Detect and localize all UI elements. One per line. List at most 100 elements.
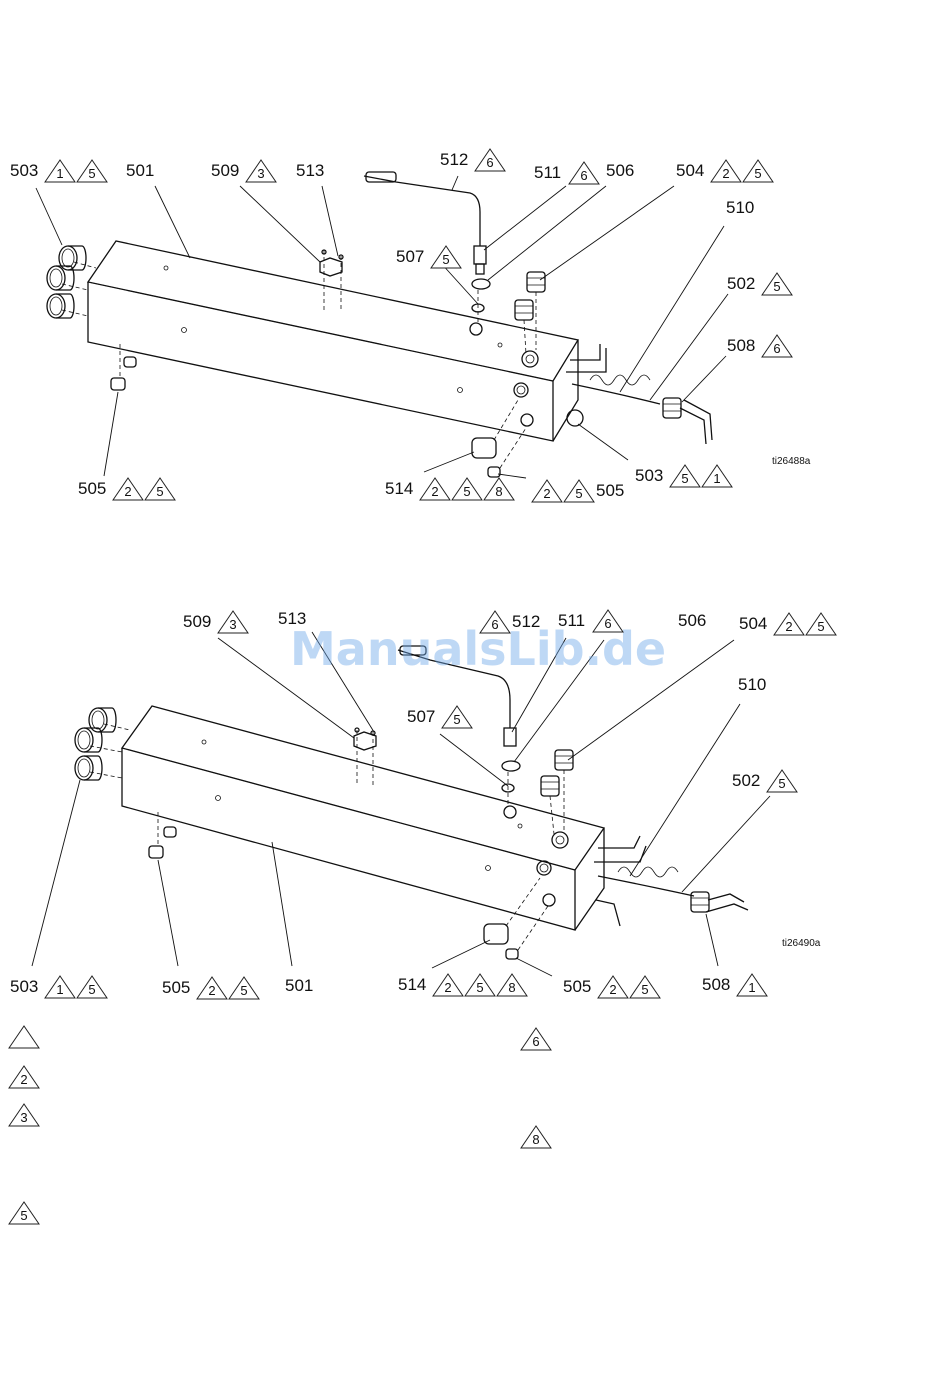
note-number: 6 [486, 155, 493, 170]
part-number: 501 [285, 976, 313, 995]
callout-509: 509 3 [211, 160, 276, 182]
callout-note: 2 [711, 160, 741, 182]
part-number: 510 [738, 675, 766, 694]
callout-note: 2 [113, 478, 143, 500]
figure-2-id: ti26490a [782, 938, 821, 949]
callout-509: 5093 [183, 611, 248, 633]
part-number: 505 [78, 479, 106, 498]
note-number: 5 [240, 983, 247, 998]
part-number: 508 [727, 336, 755, 355]
legend-note: 8 [521, 1126, 551, 1148]
note-number: 5 [453, 712, 460, 727]
callout-note: 5 [431, 246, 461, 268]
note-number: 2 [785, 619, 792, 634]
callout-513: 513 [296, 161, 324, 180]
note-number: 5 [88, 166, 95, 181]
callout-504: 50425 [739, 613, 836, 635]
callout-note: 6 [475, 149, 505, 171]
note-number: 6 [773, 341, 780, 356]
callout-note: 1 [45, 160, 75, 182]
note-number: 8 [508, 980, 515, 995]
part-number: 514 [398, 975, 426, 994]
part-number: 512 [440, 150, 468, 169]
callout-note: 5 [630, 976, 660, 998]
legend-note: 3 [9, 1104, 39, 1126]
callout-note: 2 [420, 478, 450, 500]
note-number: 5 [681, 471, 688, 486]
note-number: 1 [748, 980, 755, 995]
callout-note: 1 [45, 976, 75, 998]
legend-note: 6 [521, 1028, 551, 1050]
callout-note: 5 [465, 974, 495, 996]
part-number: 513 [296, 161, 324, 180]
note-number: 3 [20, 1110, 27, 1125]
note-number: 2 [20, 1072, 27, 1087]
part-number: 514 [385, 479, 413, 498]
callout-506: 506 [678, 611, 706, 630]
part-number: 503 [10, 161, 38, 180]
callout-note: 2 [774, 613, 804, 635]
note-number: 5 [641, 982, 648, 997]
callout-505: 50525 [162, 977, 259, 999]
callout-512: 512 6 [440, 149, 505, 171]
note-number: 2 [722, 166, 729, 181]
callout-508: 508 6 [727, 335, 792, 357]
callout-note: 1 [702, 465, 732, 487]
callout-505: 50525 [563, 976, 660, 998]
callout-503: 50351 [635, 465, 732, 487]
callout-note: 5 [743, 160, 773, 182]
legend-note: 2 [9, 1066, 39, 1088]
part-number: 511 [558, 611, 585, 630]
callout-502: 502 5 [732, 770, 797, 792]
callout-note: 2 [433, 974, 463, 996]
part-number: 504 [739, 614, 767, 633]
callout-506: 506 [606, 161, 634, 180]
note-number: 5 [778, 776, 785, 791]
note-number: 2 [543, 486, 550, 501]
note-number: 5 [156, 484, 163, 499]
callout-501: 501 [285, 976, 313, 995]
part-number: 510 [726, 198, 754, 217]
callout-note: 5 [77, 976, 107, 998]
part-number: 506 [678, 611, 706, 630]
note-number: 6 [580, 168, 587, 183]
part-number: 503 [10, 977, 38, 996]
callout-note: 8 [484, 478, 514, 500]
callout-505: 505 25 [78, 478, 175, 500]
callout-510: 510 [726, 198, 754, 217]
note-triangle-icon [9, 1026, 39, 1048]
callout-note: 2 [197, 977, 227, 999]
callout-511: 511 6 [534, 162, 599, 184]
note-number: 5 [20, 1208, 27, 1223]
callout-note: 6 [569, 162, 599, 184]
note-number: 2 [431, 484, 438, 499]
callout-note: 5 [229, 977, 259, 999]
callout-note: 6 [593, 610, 623, 632]
note-number: 5 [754, 166, 761, 181]
part-number: 509 [211, 161, 239, 180]
note-number: 6 [604, 616, 611, 631]
part-number: 511 [534, 163, 561, 182]
part-number: 502 [732, 771, 760, 790]
part-number: 507 [396, 247, 424, 266]
legend-note [9, 1026, 39, 1048]
part-number: 506 [606, 161, 634, 180]
part-number: 512 [512, 612, 540, 631]
callout-note: 3 [246, 160, 276, 182]
note-number: 8 [495, 484, 502, 499]
note-number: 6 [532, 1034, 539, 1049]
note-number: 5 [773, 279, 780, 294]
note-number: 5 [88, 982, 95, 997]
callout-note: 5 [670, 465, 700, 487]
callout-note: 8 [497, 974, 527, 996]
callout-note: 6 [762, 335, 792, 357]
callout-note: 5 [145, 478, 175, 500]
part-number: 509 [183, 612, 211, 631]
